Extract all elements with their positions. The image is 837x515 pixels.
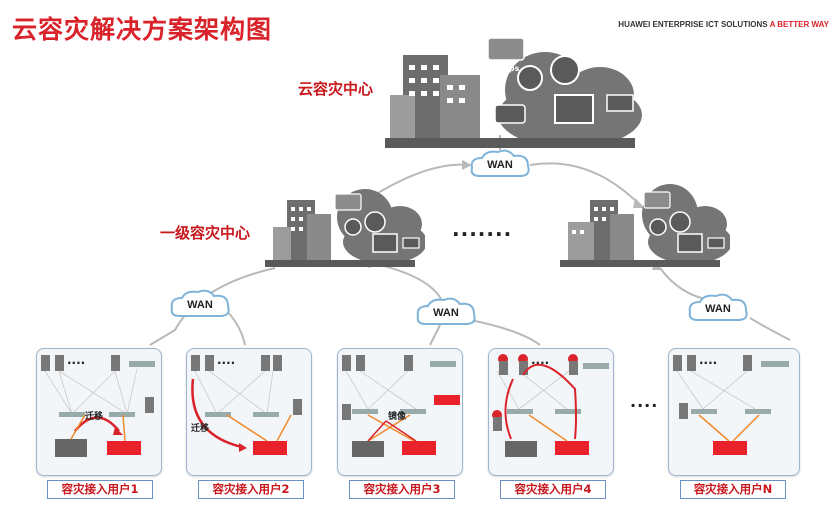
mail-icon bbox=[707, 237, 725, 249]
server-icon bbox=[342, 404, 351, 420]
switch-icon bbox=[691, 409, 717, 414]
switch-icon bbox=[109, 412, 135, 417]
storage-icon bbox=[107, 441, 141, 455]
switch-icon bbox=[205, 412, 231, 417]
mail-icon bbox=[606, 94, 634, 112]
phone-icon bbox=[344, 218, 362, 236]
switch-icon bbox=[761, 361, 789, 367]
storage-icon bbox=[352, 441, 384, 457]
server-dots: ···· bbox=[531, 356, 549, 370]
camera-icon bbox=[494, 104, 526, 124]
wan-label-top: WAN bbox=[487, 159, 513, 171]
user-site-n: ···· bbox=[668, 348, 800, 476]
user-site-1: ···· 迁移 bbox=[36, 348, 162, 476]
migrate-note: 迁移 bbox=[85, 412, 104, 422]
level1-center-right bbox=[560, 172, 732, 272]
switch-icon bbox=[59, 412, 85, 417]
level1-center-graphic bbox=[560, 184, 732, 267]
user-site-2: ···· 迁移 bbox=[186, 348, 312, 476]
storage-icon bbox=[713, 441, 747, 455]
user-label-4: 容灾接入用户4 bbox=[500, 480, 606, 499]
user-label-n: 容灾接入用户N bbox=[680, 480, 786, 499]
level1-center-left bbox=[265, 172, 427, 272]
switch-icon bbox=[583, 363, 609, 369]
switch-icon bbox=[745, 409, 771, 414]
wan-label-right: WAN bbox=[705, 303, 731, 315]
storage-icon bbox=[555, 441, 589, 455]
switch-icon bbox=[352, 409, 378, 414]
brand-accent: A BETTER WAY bbox=[769, 20, 829, 29]
server-icon bbox=[191, 355, 282, 371]
server-icon bbox=[673, 355, 752, 419]
switch-icon bbox=[129, 361, 155, 367]
user-label-1: 容灾接入用户1 bbox=[47, 480, 153, 499]
storage-icon bbox=[402, 441, 436, 455]
building-icon bbox=[273, 200, 331, 262]
server-dots: ···· bbox=[699, 356, 717, 370]
wan-cloud-middle: WAN bbox=[414, 296, 478, 330]
user-site-4: ···· bbox=[488, 348, 614, 476]
wan-cloud-top: WAN bbox=[468, 148, 532, 182]
wan-cloud-right: WAN bbox=[686, 292, 750, 326]
cloud-center-label: 云容灾中心 bbox=[298, 80, 374, 98]
cloud-icon bbox=[470, 149, 530, 177]
storage-icon bbox=[505, 441, 537, 457]
brand-prefix: HUAWEI ENTERPRISE ICT SOLUTIONS bbox=[618, 20, 768, 29]
server-dots: ···· bbox=[217, 356, 235, 370]
switch-icon bbox=[430, 361, 456, 367]
users-ellipsis: ···· bbox=[630, 396, 659, 415]
wan-cloud-left: WAN bbox=[168, 288, 232, 322]
user-label-2: 容灾接入用户2 bbox=[198, 480, 304, 499]
cloud-icon bbox=[170, 289, 230, 317]
computer-icon bbox=[372, 233, 398, 253]
apps-icon bbox=[487, 37, 525, 61]
level1-center-graphic bbox=[265, 189, 427, 267]
apps-icon bbox=[643, 191, 671, 209]
cloud-dr-center: Apps bbox=[385, 20, 645, 152]
migrate-note: 迁移 bbox=[191, 424, 210, 434]
brand-tagline: HUAWEI ENTERPRISE ICT SOLUTIONS A BETTER… bbox=[618, 20, 829, 29]
computer-icon bbox=[554, 94, 594, 124]
page-title: 云容灾解决方案架构图 bbox=[12, 15, 273, 44]
computer-icon bbox=[677, 233, 703, 253]
building-icon bbox=[568, 200, 634, 262]
mirror-note: 镜像 bbox=[388, 412, 407, 422]
phone-icon bbox=[517, 65, 543, 91]
mail-icon bbox=[402, 237, 420, 249]
building-icon bbox=[390, 55, 480, 145]
server-icon bbox=[293, 399, 302, 415]
switch-icon bbox=[400, 409, 426, 414]
level1-center-label: 一级容灾中心 bbox=[160, 224, 251, 242]
firewall-icon bbox=[434, 395, 460, 405]
globe-icon bbox=[550, 55, 580, 85]
storage-icon bbox=[253, 441, 287, 455]
user-site-3: 镜像 bbox=[337, 348, 463, 476]
server-dots: ···· bbox=[67, 356, 85, 370]
apps-label: Apps bbox=[497, 64, 520, 73]
wan-label-middle: WAN bbox=[433, 307, 459, 319]
cloud-center-graphic bbox=[385, 37, 642, 148]
server-icon bbox=[145, 397, 154, 413]
switch-icon bbox=[555, 409, 581, 414]
user-label-3: 容灾接入用户3 bbox=[349, 480, 455, 499]
globe-icon bbox=[364, 211, 386, 233]
switch-icon bbox=[253, 412, 279, 417]
apps-icon bbox=[334, 193, 362, 211]
switch-icon bbox=[507, 409, 533, 414]
server-icon bbox=[41, 355, 120, 371]
server-icon bbox=[493, 361, 578, 431]
cloud-icon bbox=[416, 297, 476, 325]
globe-icon bbox=[669, 211, 691, 233]
server-icon bbox=[342, 355, 413, 371]
phone-icon bbox=[649, 218, 667, 236]
cloud-icon bbox=[688, 293, 748, 321]
wan-label-left: WAN bbox=[187, 299, 213, 311]
center-ellipsis: ······· bbox=[452, 222, 513, 246]
storage-icon bbox=[55, 439, 87, 457]
